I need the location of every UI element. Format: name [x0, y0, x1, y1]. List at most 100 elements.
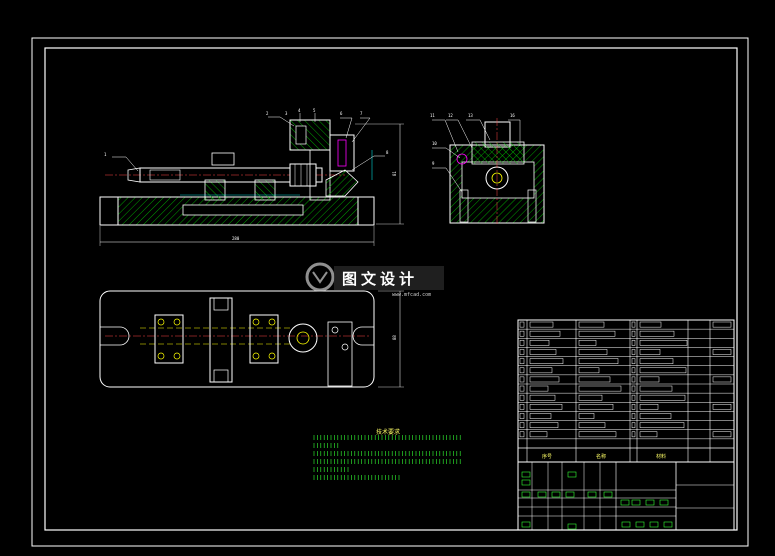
bom-cell	[578, 404, 614, 410]
bom-cell	[578, 376, 611, 383]
bom-cell	[519, 422, 525, 428]
bom-cell	[578, 349, 608, 355]
title-cell	[521, 479, 531, 486]
bom-cell	[639, 358, 674, 364]
bom-cell	[529, 413, 552, 419]
inner-frame	[44, 47, 738, 531]
top-view	[99, 290, 404, 388]
front-view-labels: 1 2 3 4 5 6 7 8 280 81	[104, 108, 397, 241]
dim-front-height: 81	[392, 171, 397, 176]
requirements-title: 技术要求	[376, 428, 400, 436]
bom-cell	[529, 385, 549, 392]
outer-frame	[31, 37, 749, 547]
bom-header-material: 材料	[656, 453, 666, 460]
balloon-12: 12	[448, 113, 453, 118]
bom-cell	[529, 330, 561, 337]
bom-cell	[519, 321, 525, 328]
bom-cell	[519, 404, 525, 410]
title-block: 序号 名称 材料	[517, 319, 735, 531]
bom-cell	[529, 404, 563, 410]
bom-cell	[519, 349, 525, 355]
bom-cell	[639, 385, 673, 392]
requirements-lines	[313, 435, 461, 480]
bom-cell	[631, 431, 636, 438]
bom-cell	[631, 321, 636, 328]
bom-cell	[631, 413, 636, 419]
bom-cell	[631, 385, 636, 392]
bom-cell	[639, 367, 687, 374]
title-cell	[659, 499, 669, 506]
bom-cell	[639, 394, 686, 401]
watermark: 图文设计 www.mfcad.com	[305, 262, 444, 298]
bom-cell	[529, 340, 550, 346]
balloon-16: 16	[510, 113, 515, 118]
bom-cell	[712, 349, 732, 355]
bom-cell	[712, 321, 732, 328]
bom-cell	[631, 367, 636, 374]
bom-cell	[529, 358, 564, 364]
title-cell	[551, 491, 561, 498]
technical-requirements: 技术要求	[313, 428, 461, 480]
bom-header-number: 序号	[542, 453, 552, 460]
bom-cell	[631, 349, 636, 355]
title-cell	[521, 521, 531, 528]
bom-cell	[639, 413, 672, 419]
watermark-subtext: www.mfcad.com	[392, 292, 431, 298]
bom-cell	[519, 413, 525, 419]
bom-cell	[519, 330, 525, 337]
bom-cell	[578, 367, 600, 374]
front-view	[99, 113, 404, 246]
bom-cell	[578, 340, 597, 346]
bom-cell	[631, 340, 636, 346]
bom-cell	[519, 385, 525, 392]
bom-cell	[578, 413, 595, 419]
title-cell	[603, 491, 613, 498]
bom-cell	[631, 376, 636, 383]
bom-cell	[712, 376, 732, 383]
title-cell	[567, 471, 577, 478]
bom-cell	[631, 358, 636, 364]
balloon-10: 10	[432, 141, 437, 146]
balloon-2: 2	[266, 111, 269, 116]
balloon-13: 13	[468, 113, 473, 118]
bom-cell	[712, 431, 732, 438]
bom-cell	[578, 422, 606, 428]
title-cell	[565, 491, 575, 498]
bom-cell	[578, 394, 603, 401]
title-cell	[620, 499, 630, 506]
bom-cell	[529, 431, 548, 438]
bom-cell	[529, 321, 554, 328]
bom-cell	[529, 394, 556, 401]
balloon-3: 3	[285, 111, 288, 116]
balloon-5: 5	[313, 108, 316, 113]
title-cell	[663, 521, 673, 528]
dim-total-length: 280	[232, 236, 240, 241]
balloon-4: 4	[298, 108, 301, 113]
bom-cell	[639, 330, 675, 337]
bom-table	[518, 321, 734, 440]
title-cell	[537, 491, 547, 498]
bom-cell	[631, 394, 636, 401]
side-view-labels: 11 12 13 16 10 9	[430, 113, 515, 166]
bom-cell	[639, 431, 658, 438]
bom-cell	[529, 422, 559, 428]
bom-cell	[578, 358, 619, 364]
title-cell	[587, 491, 597, 498]
balloon-1: 1	[104, 152, 107, 157]
bom-cell	[578, 385, 622, 392]
bom-cell	[639, 376, 660, 383]
bom-cell	[639, 340, 688, 346]
bom-cell	[578, 431, 617, 438]
balloon-8: 8	[386, 150, 389, 155]
bom-cell	[519, 358, 525, 364]
bom-cell	[639, 422, 685, 428]
bom-cell	[578, 321, 605, 328]
balloon-6: 6	[340, 111, 343, 116]
bom-cell	[631, 330, 636, 337]
dim-top-width: 88	[392, 335, 397, 340]
bom-cell	[529, 349, 557, 355]
title-cells	[521, 471, 673, 530]
bom-cell	[519, 394, 525, 401]
watermark-text: 图文设计	[342, 270, 418, 288]
